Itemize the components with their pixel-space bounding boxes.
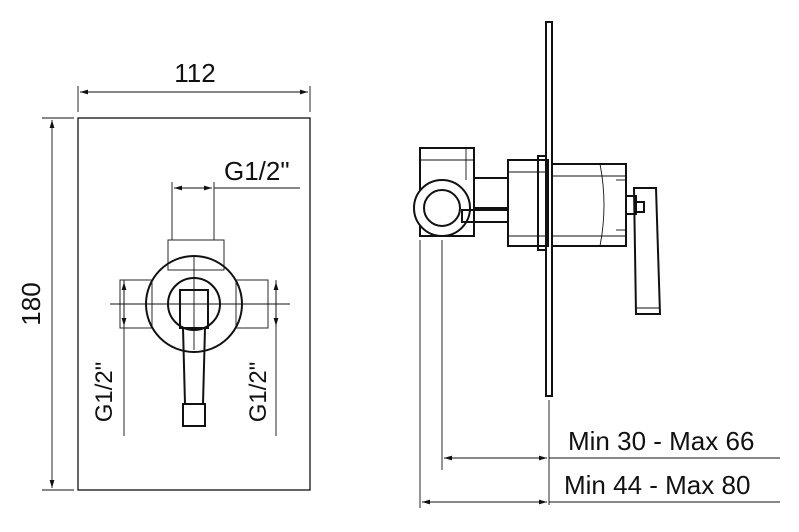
right-connection-label: G1/2" (245, 362, 272, 423)
cover-plate (77, 117, 311, 491)
cartridge-body (507, 159, 549, 247)
top-connection-dimension: G1/2" (171, 156, 300, 240)
seal-ring (537, 155, 547, 251)
height-dimension: 180 (16, 117, 74, 491)
height-label: 180 (16, 282, 46, 325)
right-connection-dimension: G1/2" (245, 280, 279, 436)
depth-range-inner-label: Min 30 - Max 66 (568, 426, 754, 456)
lever-side (632, 187, 662, 315)
connector-tube (473, 177, 509, 209)
width-dimension: 112 (77, 58, 311, 112)
top-inlet (167, 239, 225, 271)
depth-range-outer-label: Min 44 - Max 80 (564, 470, 750, 500)
width-label: 112 (174, 58, 215, 88)
left-connection-dimension: G1/2" (91, 280, 127, 436)
valve-body-front (110, 239, 290, 427)
lever-tip (182, 403, 206, 427)
depth-dimension-inner: Min 30 - Max 66 (441, 240, 780, 505)
front-view: 112 180 G1/2" (16, 58, 311, 491)
lever-neck (179, 289, 209, 329)
depth-dimension-outer: Min 44 - Max 80 (419, 240, 780, 508)
left-connection-label: G1/2" (91, 362, 118, 423)
side-view: Min 30 - Max 66 Min 44 - Max 80 (413, 21, 780, 508)
top-connection-label: G1/2" (224, 156, 290, 186)
fitting-outer (413, 179, 471, 237)
